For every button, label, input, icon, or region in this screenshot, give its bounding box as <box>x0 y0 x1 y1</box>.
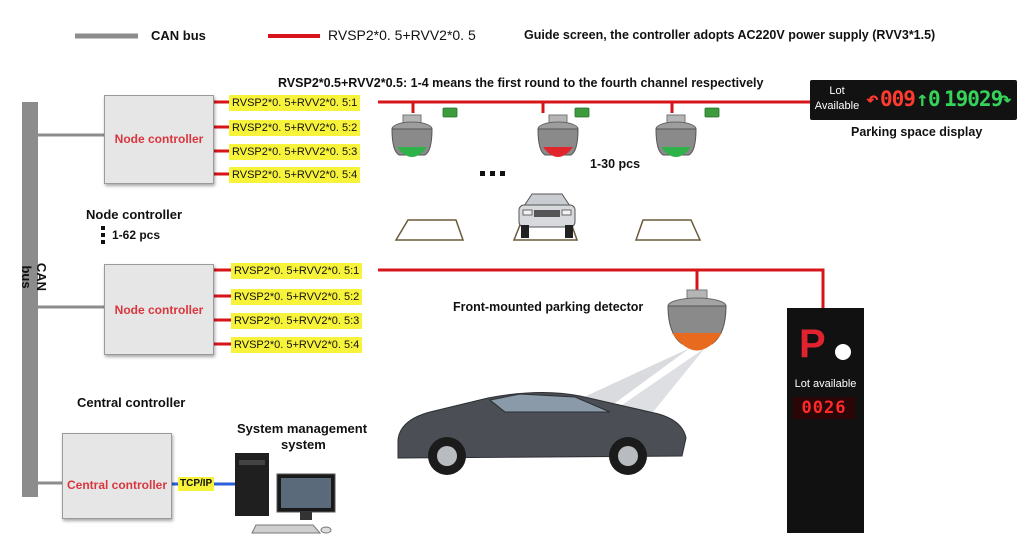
top-channel-2: RVSP2*0. 5+RVV2*0. 5:2 <box>229 120 361 136</box>
channel-note: RVSP2*0.5+RVV2*0.5: 1-4 means the first … <box>278 76 764 90</box>
node-controller-box-top-label: Node controller <box>114 132 204 146</box>
front-mounted-detector <box>667 289 727 351</box>
top-channel-1: RVSP2*0. 5+RVV2*0. 5:1 <box>229 95 361 111</box>
node-controller-count: 1-62 pcs <box>112 228 161 242</box>
node-controller-box-bottom: Node controller <box>104 264 214 355</box>
guide-screen: P Lot available 0026 <box>787 308 864 533</box>
front-detector-label: Front-mounted parking detector <box>453 300 644 314</box>
display-left-arrow-icon: ↶ <box>866 87 879 111</box>
management-computer <box>235 453 336 534</box>
node-controller-box-top: Node controller <box>104 95 214 184</box>
can-bus-vertical-label: CAN bus <box>19 262 49 292</box>
display-available: Available <box>814 100 860 112</box>
display-lot-available: Lot Available <box>812 84 862 114</box>
system-management-line2: system <box>281 437 326 452</box>
top-channel-3: RVSP2*0. 5+RVV2*0. 5:3 <box>229 144 361 160</box>
central-controller-box: Central controller <box>62 433 172 519</box>
cable-to-front-detector <box>378 268 699 290</box>
bottom-channel-2: RVSP2*0. 5+RVV2*0. 5:2 <box>231 289 363 305</box>
cable-to-detector-3 <box>543 100 674 113</box>
cable-to-guide-screen <box>697 268 825 308</box>
green-connectors <box>442 107 720 118</box>
system-management-line1: System management <box>237 421 368 436</box>
parking-space-display: Lot Available ↶ 009 ↑ 0 19029 ↷ <box>810 80 1017 120</box>
legend-guide-note: Guide screen, the controller adopts AC22… <box>524 28 936 42</box>
more-detectors-dots <box>480 171 505 176</box>
parked-car-front <box>518 193 576 238</box>
bottom-channel-3: RVSP2*0. 5+RVV2*0. 5:3 <box>231 313 363 329</box>
bottom-channel-1: RVSP2*0. 5+RVV2*0. 5:1 <box>231 263 363 279</box>
node-controller-box-bottom-label: Node controller <box>114 303 204 317</box>
top-channel-4: RVSP2*0. 5+RVV2*0. 5:4 <box>229 167 361 183</box>
legend-cable-label: RVSP2*0. 5+RVV2*0. 5 <box>328 27 476 43</box>
detector-count: 1-30 pcs <box>590 157 641 171</box>
more-nodes-dots <box>101 226 105 244</box>
parking-space-display-label: Parking space display <box>851 125 983 139</box>
parking-space-left <box>394 219 465 241</box>
detector-2 <box>537 114 579 157</box>
detector-1 <box>391 114 433 157</box>
guide-screen-indicator-icon <box>835 344 851 360</box>
guide-screen-count: 0026 <box>793 397 855 419</box>
display-up-arrow-icon: ↑ <box>916 87 929 111</box>
detector-3 <box>655 114 697 157</box>
central-controller-box-label: Central controller <box>66 478 168 492</box>
display-num-center: 0 <box>928 87 941 111</box>
cable-to-detector-2 <box>413 100 545 113</box>
parking-space-right <box>634 219 702 241</box>
display-lot: Lot <box>829 85 845 97</box>
guide-screen-lot-available: Lot available <box>794 378 857 390</box>
node-controller-title: Node controller <box>86 207 183 222</box>
bottom-channel-4: RVSP2*0. 5+RVV2*0. 5:4 <box>231 337 363 353</box>
sedan-car <box>397 391 687 475</box>
display-right-arrow-icon: ↷ <box>999 87 1012 111</box>
display-num-left: 009 <box>880 87 916 111</box>
central-controller-title: Central controller <box>77 395 186 410</box>
tcp-ip-tag: TCP/IP <box>178 477 215 491</box>
legend-can-bus-label: CAN bus <box>151 28 206 43</box>
display-num-right: 19029 <box>944 87 1003 111</box>
guide-screen-p: P <box>799 322 826 366</box>
cable-to-detector-1 <box>378 100 415 113</box>
can-bus-trunk <box>22 102 38 497</box>
